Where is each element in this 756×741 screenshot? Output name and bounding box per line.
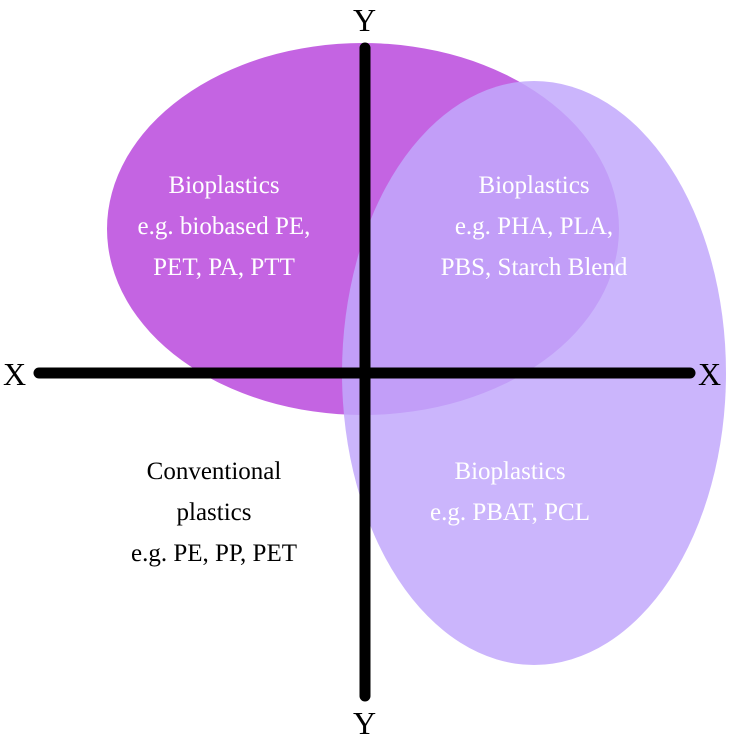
quadrant-bottom-right-text: Bioplastics e.g. PBAT, PCL: [380, 451, 640, 533]
quadrant-bottom-right-example: e.g. PBAT, PCL: [430, 499, 590, 526]
y-axis-bottom-label: Y: [353, 705, 377, 741]
quadrant-bottom-left-text: Conventional plastics e.g. PE, PP, PET: [84, 451, 344, 574]
quadrant-top-left-example-cont: PET, PA, PTT: [153, 254, 295, 281]
quadrant-top-right-example: e.g. PHA, PLA,: [454, 213, 614, 240]
quadrant-top-right-example-cont: PBS, Starch Blend: [440, 254, 628, 281]
quadrant-bottom-left-title: Conventional: [146, 458, 282, 485]
quadrant-top-left-title: Bioplastics: [168, 172, 280, 199]
quadrant-top-right-title: Bioplastics: [478, 172, 590, 199]
x-axis-left-label: X: [3, 356, 27, 392]
x-axis-right-label: X: [698, 356, 722, 392]
quadrant-bottom-right-title: Bioplastics: [454, 458, 566, 485]
quadrant-top-left-example: e.g. biobased PE,: [137, 213, 311, 240]
quadrant-top-right-text: Bioplastics e.g. PHA, PLA, PBS, Starch B…: [384, 165, 684, 288]
quadrant-bottom-left-example: e.g. PE, PP, PET: [130, 540, 297, 567]
quadrant-top-left-text: Bioplastics e.g. biobased PE, PET, PA, P…: [94, 165, 354, 288]
y-axis-top-label: Y: [353, 2, 377, 38]
quadrant-bottom-left-subtitle: plastics: [176, 499, 252, 526]
